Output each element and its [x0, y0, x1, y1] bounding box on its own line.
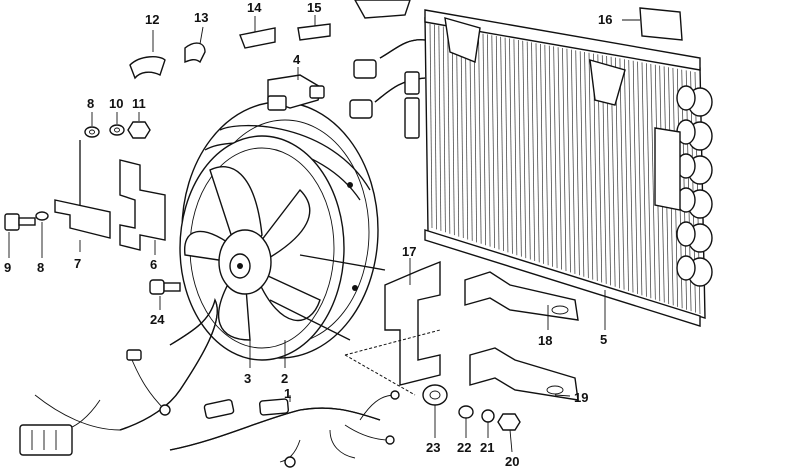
- label-18: 18: [538, 333, 552, 348]
- condenser-fin: [526, 41, 531, 260]
- label-14: 14: [247, 0, 262, 15]
- bracket-18: [464, 271, 579, 321]
- label-22: 22: [457, 440, 471, 455]
- condenser-fin: [473, 31, 478, 243]
- fan-assembly: [179, 101, 386, 361]
- clip-14: [239, 27, 276, 49]
- condenser-fin: [562, 47, 567, 272]
- label-1: 1: [284, 386, 291, 401]
- label-24: 24: [150, 312, 165, 327]
- condenser-fin: [570, 49, 576, 274]
- leader-lines: [8, 15, 640, 453]
- condenser-fin: [482, 33, 486, 246]
- condenser-fin: [632, 60, 638, 294]
- label-6: 6: [150, 257, 157, 272]
- condenser-fin: [434, 24, 437, 230]
- condenser-fin: [623, 59, 629, 292]
- label-20: 20: [505, 454, 519, 469]
- label-11: 11: [132, 96, 146, 111]
- label-8-bottom: 8: [37, 260, 44, 275]
- label-4: 4: [293, 52, 301, 67]
- condenser-fin: [650, 63, 656, 300]
- clip-16: [639, 7, 683, 41]
- label-2: 2: [281, 371, 288, 386]
- condenser-fin: [487, 34, 491, 247]
- label-9: 9: [4, 260, 11, 275]
- condenser-fin: [491, 35, 495, 249]
- condenser-fin: [460, 29, 464, 239]
- condenser-fin: [566, 48, 571, 273]
- label-3: 3: [244, 371, 251, 386]
- label-17: 17: [402, 244, 416, 259]
- condenser-fin: [451, 27, 455, 236]
- condenser-fin: [588, 52, 594, 280]
- nut-11: [127, 121, 151, 139]
- washer-8b: [35, 211, 49, 221]
- label-19: 19: [574, 390, 588, 405]
- clip-12: [129, 56, 166, 80]
- condenser-fin: [540, 43, 545, 264]
- nut-20: [497, 413, 521, 431]
- washer-8a: [84, 126, 100, 138]
- condenser: [349, 0, 713, 327]
- coil-loop: [676, 85, 696, 111]
- label-12: 12: [145, 12, 159, 27]
- condenser-fin: [641, 62, 647, 297]
- condenser-fin: [456, 28, 460, 237]
- condenser-fin: [517, 39, 522, 257]
- condenser-fin: [557, 47, 562, 270]
- condenser-fin: [637, 61, 643, 296]
- coil-loop: [676, 221, 696, 247]
- wiring-harness: [19, 298, 400, 468]
- washer-21: [481, 409, 495, 423]
- condenser-fin: [509, 38, 513, 254]
- condenser-fin: [438, 25, 442, 231]
- bolt-9: [4, 213, 36, 231]
- condenser-fin: [619, 58, 625, 290]
- condenser-fin: [584, 51, 589, 279]
- condenser-fin: [442, 26, 446, 233]
- bushing-23: [422, 384, 448, 406]
- label-15: 15: [307, 0, 321, 15]
- condenser-fin: [513, 39, 518, 256]
- label-21: 21: [480, 440, 494, 455]
- condenser-fin: [579, 51, 585, 277]
- bracket-19: [469, 347, 579, 401]
- sensor-4: [267, 74, 325, 111]
- condenser-fin: [429, 23, 433, 229]
- condenser-fin: [469, 31, 473, 241]
- condenser-fin: [535, 43, 540, 263]
- bolt-24: [149, 279, 181, 295]
- condenser-fin: [575, 50, 580, 276]
- label-23: 23: [426, 440, 440, 455]
- condenser-fin: [500, 36, 504, 251]
- clip-13: [184, 42, 206, 64]
- label-5: 5: [600, 332, 607, 347]
- condenser-fin: [495, 35, 500, 250]
- condenser-fin: [531, 42, 536, 261]
- condenser-fin: [548, 45, 553, 267]
- condenser-fin: [447, 27, 451, 234]
- clip-15: [297, 23, 331, 41]
- label-13: 13: [194, 10, 208, 25]
- bracket-17: [344, 260, 441, 396]
- condenser-fin: [478, 32, 482, 244]
- label-8-top: 8: [87, 96, 94, 111]
- label-16: 16: [598, 12, 612, 27]
- bracket-6: [119, 159, 166, 251]
- coil-loop: [676, 255, 696, 281]
- condenser-fin: [464, 30, 469, 240]
- bracket-7: [54, 140, 111, 239]
- washer-10: [109, 124, 125, 136]
- condenser-fin: [646, 63, 652, 299]
- label-10: 10: [109, 96, 123, 111]
- condenser-fin: [504, 37, 509, 253]
- condenser-fin: [628, 59, 634, 293]
- condenser-fin: [553, 46, 558, 269]
- condenser-fin: [522, 40, 527, 259]
- washer-22: [458, 405, 474, 419]
- condenser-fin: [544, 44, 549, 266]
- label-7: 7: [74, 256, 81, 271]
